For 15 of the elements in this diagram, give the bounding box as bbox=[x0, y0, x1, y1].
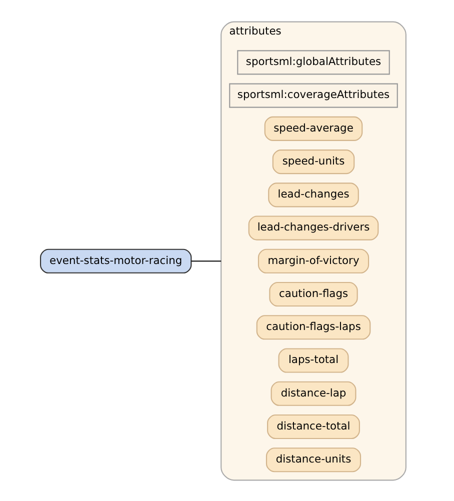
node-box: lead-changes bbox=[268, 182, 358, 207]
node-box: caution-flags bbox=[268, 281, 358, 306]
node-box: distance-total bbox=[266, 414, 360, 439]
node-box: laps-total bbox=[278, 348, 348, 372]
node-box: lead-changes-drivers bbox=[248, 215, 378, 240]
node-box: distance-units bbox=[265, 447, 361, 472]
node-box: speed-average bbox=[264, 116, 362, 140]
node-box: sportsml:coverageAttributes bbox=[228, 82, 398, 108]
node-box: distance-lap bbox=[270, 380, 356, 406]
node-box: sportsml:globalAttributes bbox=[236, 50, 390, 74]
node-box: speed-units bbox=[272, 149, 354, 174]
node-box: event-stats-motor-racing bbox=[40, 248, 192, 273]
node-box: caution-flags-laps bbox=[256, 314, 370, 340]
connector bbox=[190, 260, 221, 262]
node-box: margin-of-victory bbox=[257, 248, 369, 273]
